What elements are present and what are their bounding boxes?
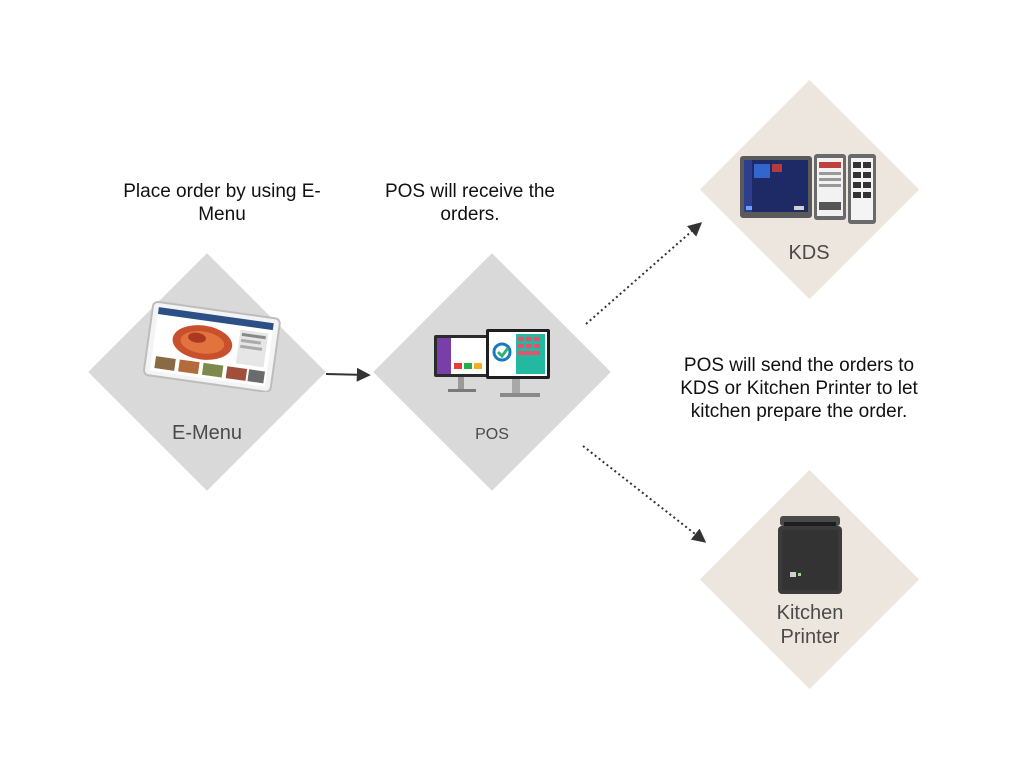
kitchen-display-icon xyxy=(740,154,876,224)
printer-label-line2: Printer xyxy=(780,626,840,648)
arrow-emenu-to-pos xyxy=(325,367,371,382)
emenu-label: E-Menu xyxy=(171,422,243,444)
pos-terminals-icon xyxy=(434,329,550,397)
printer-label-line1: Kitchen xyxy=(776,602,844,624)
tablet-menu-icon xyxy=(142,300,281,392)
receipt-printer-icon xyxy=(778,516,842,594)
pos-label: POS xyxy=(475,426,509,443)
caption-send: POS will send the orders to KDS or Kitch… xyxy=(680,355,918,422)
caption-emenu: Place order by using E-Menu xyxy=(123,181,321,225)
caption-pos: POS will receive the orders. xyxy=(384,181,555,225)
kds-label: KDS xyxy=(788,242,830,264)
printer-label: Kitchen Printer xyxy=(758,601,862,649)
arrow-pos-to-kds xyxy=(585,222,703,325)
arrow-pos-to-printer xyxy=(582,445,707,543)
